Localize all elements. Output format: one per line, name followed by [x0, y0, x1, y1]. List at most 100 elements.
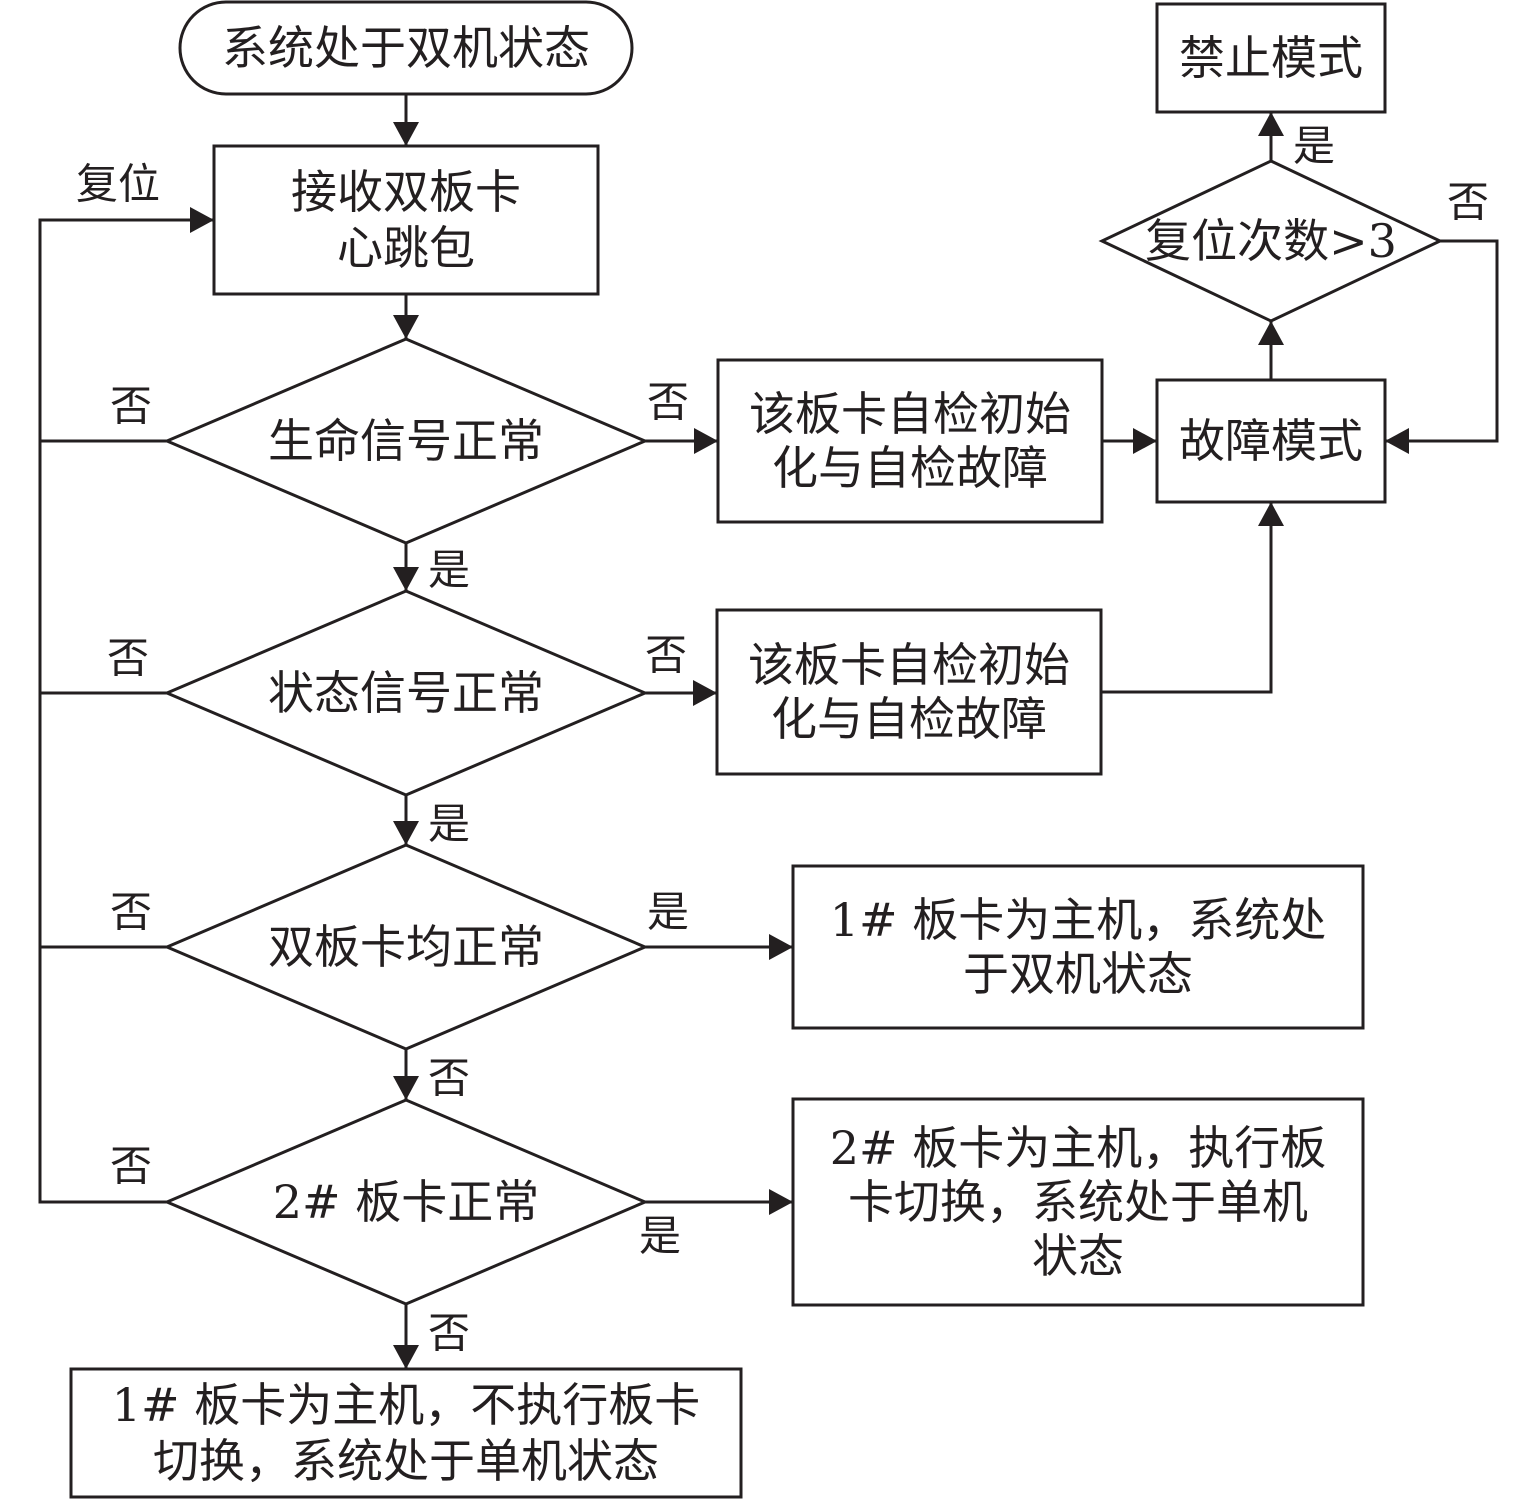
node-text: 2# 板卡正常: [273, 1175, 539, 1229]
edge-label: 否: [107, 634, 149, 683]
node-d-life: 生命信号正常: [163, 337, 649, 545]
process-shape: [212, 144, 600, 296]
arrowhead: [393, 315, 419, 339]
connector-line: [1101, 502, 1273, 694]
arrowhead: [190, 207, 214, 233]
arrowhead: [393, 1076, 419, 1100]
decision-shape: [163, 1098, 649, 1306]
node-text: 复位次数>3: [1145, 214, 1397, 268]
arrowhead: [393, 821, 419, 845]
process-shape: [715, 608, 1103, 776]
edge-e-check2-fault: [1101, 502, 1284, 694]
edge-label: 是: [647, 888, 689, 937]
node-text: 生命信号正常: [268, 414, 544, 468]
node-start: 系统处于双机状态: [178, 0, 634, 96]
node-text: 1# 板卡为主机，系统处: [830, 893, 1326, 947]
node-text: 该板卡自检初始: [748, 638, 1070, 692]
arrowhead: [694, 428, 718, 454]
process-shape: [716, 358, 1104, 524]
edge-label: 否: [645, 631, 687, 680]
arrowhead: [393, 1345, 419, 1369]
edge-e-card2-reset: [38, 207, 214, 1204]
node-text: 接收双板卡: [291, 165, 521, 219]
node-text: 2# 板卡为主机，执行板: [830, 1121, 1326, 1175]
process-shape: [1155, 2, 1387, 114]
arrowhead: [1258, 112, 1284, 136]
node-text: 双板卡均正常: [268, 920, 544, 974]
edge-label: 否: [110, 888, 152, 937]
edge-label: 否: [428, 1054, 470, 1103]
arrowhead: [769, 934, 793, 960]
edge-e-both-dual: [645, 934, 793, 960]
edge-label: 否: [110, 1142, 152, 1191]
node-res-dual: 1# 板卡为主机，系统处于双机状态: [791, 864, 1365, 1030]
node-text: 状态信号正常: [268, 666, 544, 720]
connector-line: [1385, 239, 1499, 443]
edge-e-recv-life: [393, 294, 419, 339]
edge-e-reset-forbid: [1258, 112, 1284, 161]
arrowhead: [769, 1189, 793, 1215]
edge-label: 是: [428, 546, 470, 595]
edge-e-state-check2: [645, 680, 717, 706]
edge-label: 是: [1293, 122, 1335, 171]
decision-shape: [163, 589, 649, 797]
arrowhead: [1385, 428, 1409, 454]
edge-e-state-both: [393, 795, 419, 845]
node-text: 卡切换，系统处于单机: [848, 1175, 1308, 1229]
arrowhead: [393, 567, 419, 591]
node-text: 状态: [1032, 1229, 1124, 1283]
edge-label: 否: [1447, 178, 1489, 227]
edge-e-card2-switch: [645, 1189, 793, 1215]
node-text: 心跳包: [337, 221, 475, 275]
arrowhead: [1133, 428, 1157, 454]
arrowhead: [393, 122, 419, 146]
process-shape: [69, 1367, 743, 1499]
process-shape: [791, 1097, 1365, 1307]
edge-label: 否: [110, 382, 152, 431]
edge-label: 否: [428, 1309, 470, 1358]
decision-shape: [163, 337, 649, 545]
edges-layer: [38, 94, 1499, 1369]
arrowhead: [693, 680, 717, 706]
edge-e-check1-fault: [1102, 428, 1157, 454]
edge-label: 是: [639, 1212, 681, 1261]
edge-e-life-check1: [645, 428, 718, 454]
process-shape: [791, 864, 1365, 1030]
terminator-shape: [178, 0, 634, 96]
arrowhead: [1258, 502, 1284, 526]
edge-e-fault-reset: [1258, 321, 1284, 380]
node-d-both: 双板卡均正常: [163, 843, 649, 1051]
process-shape: [1155, 378, 1387, 504]
edge-e-start-recv: [393, 94, 419, 146]
edge-e-reset-fault: [1385, 239, 1499, 454]
node-text: 切换，系统处于单机状态: [153, 1434, 659, 1488]
node-d-reset: 复位次数>3: [1098, 159, 1444, 323]
node-text: 化与自检故障: [772, 441, 1048, 495]
edge-e-life-state: [393, 543, 419, 591]
node-text: 于双机状态: [963, 947, 1193, 1001]
node-text: 故障模式: [1179, 414, 1363, 468]
arrowhead: [1258, 321, 1284, 345]
edge-label: 是: [428, 800, 470, 849]
node-d-card2: 2# 板卡正常: [163, 1098, 649, 1306]
node-d-state: 状态信号正常: [163, 589, 649, 797]
node-text: 化与自检故障: [771, 692, 1047, 746]
node-text: 1# 板卡为主机，不执行板卡: [112, 1378, 700, 1432]
node-forbid: 禁止模式: [1155, 2, 1387, 114]
nodes-layer: 系统处于双机状态接收双板卡心跳包生命信号正常该板卡自检初始化与自检故障状态信号正…: [69, 0, 1444, 1499]
node-text: 该板卡自检初始: [749, 387, 1071, 441]
node-text: 禁止模式: [1179, 31, 1363, 85]
reset-loop-label: 复位: [76, 160, 160, 209]
connector-line: [38, 218, 214, 1204]
node-fault: 故障模式: [1155, 378, 1387, 504]
decision-shape: [1098, 159, 1444, 323]
edge-label: 否: [647, 378, 689, 427]
node-text: 系统处于双机状态: [222, 21, 590, 75]
